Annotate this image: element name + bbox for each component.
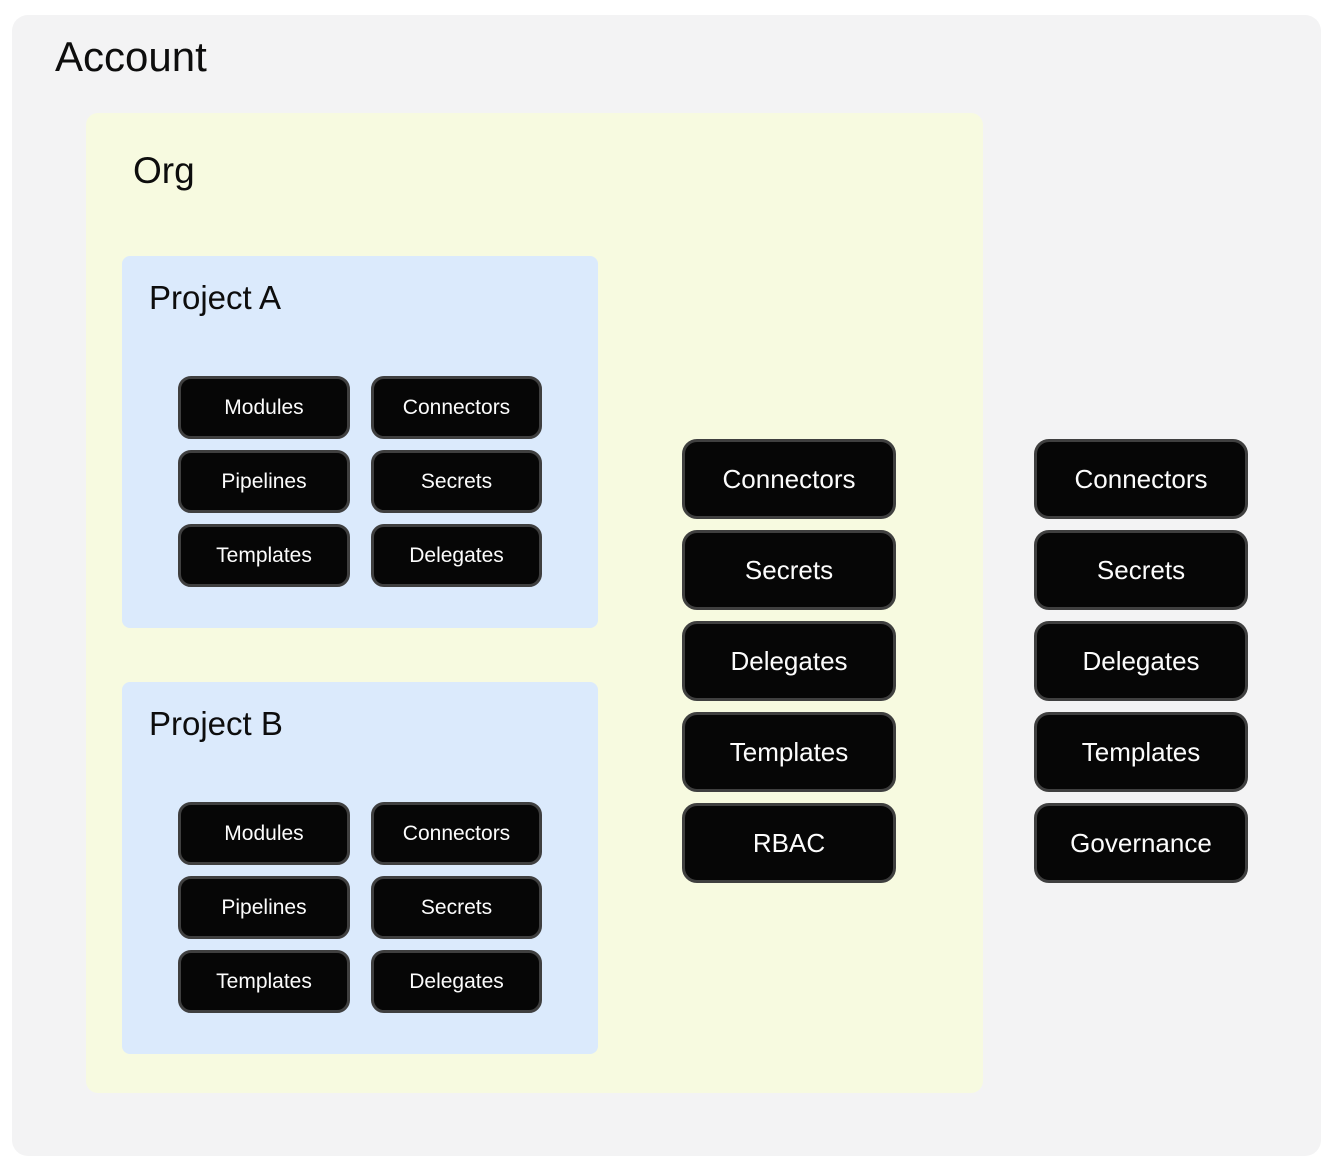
org-container: Org Project A Modules Connectors Pipelin… — [86, 113, 983, 1093]
project-b-pill-connectors: Connectors — [371, 802, 542, 865]
project-a-pill-grid: Modules Connectors Pipelines Secrets Tem… — [178, 376, 542, 587]
org-pill-connectors: Connectors — [682, 439, 896, 519]
project-a-pill-delegates: Delegates — [371, 524, 542, 587]
project-b-pill-grid: Modules Connectors Pipelines Secrets Tem… — [178, 802, 542, 1013]
account-pill-connectors: Connectors — [1034, 439, 1248, 519]
account-pill-secrets: Secrets — [1034, 530, 1248, 610]
project-b-pill-delegates: Delegates — [371, 950, 542, 1013]
project-b-container: Project B Modules Connectors Pipelines S… — [122, 682, 598, 1054]
project-b-pill-pipelines: Pipelines — [178, 876, 350, 939]
project-a-pill-pipelines: Pipelines — [178, 450, 350, 513]
project-b-pill-secrets: Secrets — [371, 876, 542, 939]
project-a-title: Project A — [149, 279, 282, 316]
account-pill-column: Connectors Secrets Delegates Templates G… — [1034, 439, 1248, 883]
project-a-pill-templates: Templates — [178, 524, 350, 587]
project-b-pill-templates: Templates — [178, 950, 350, 1013]
project-a-container: Project A Modules Connectors Pipelines S… — [122, 256, 598, 628]
project-b-pill-modules: Modules — [178, 802, 350, 865]
org-title: Org — [133, 150, 195, 191]
org-pill-delegates: Delegates — [682, 621, 896, 701]
account-title: Account — [55, 33, 207, 80]
project-a-pill-secrets: Secrets — [371, 450, 542, 513]
project-b-title: Project B — [149, 705, 283, 742]
project-a-pill-connectors: Connectors — [371, 376, 542, 439]
account-pill-templates: Templates — [1034, 712, 1248, 792]
project-a-pill-modules: Modules — [178, 376, 350, 439]
account-pill-governance: Governance — [1034, 803, 1248, 883]
account-container: Account Org Project A Modules Connectors… — [12, 15, 1321, 1156]
org-pill-column: Connectors Secrets Delegates Templates R… — [682, 439, 896, 883]
account-pill-delegates: Delegates — [1034, 621, 1248, 701]
org-pill-secrets: Secrets — [682, 530, 896, 610]
org-pill-rbac: RBAC — [682, 803, 896, 883]
org-pill-templates: Templates — [682, 712, 896, 792]
